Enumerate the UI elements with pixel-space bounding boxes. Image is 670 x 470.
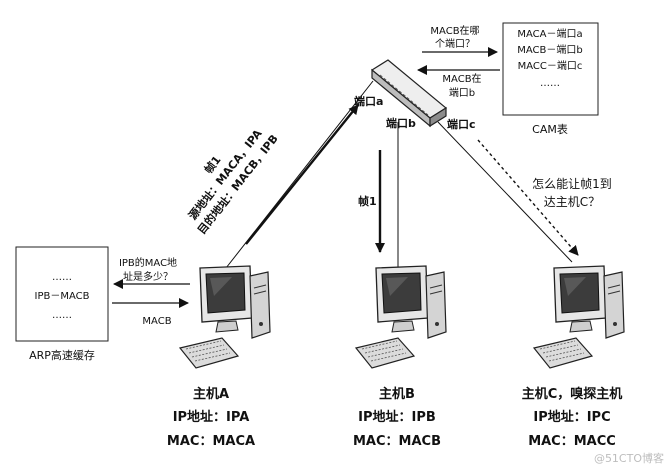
cam-table-box <box>502 22 599 116</box>
arp-line-1: IPB－MACB <box>35 291 90 302</box>
host-b-name: 主机B <box>379 386 415 402</box>
host-c-ip: IP地址：IPC <box>533 409 610 425</box>
arp-cache-title: ARP高速缓存 <box>29 348 95 362</box>
host-a-ip: IP地址：IPA <box>173 409 250 425</box>
arp-line-0: …… <box>52 272 72 283</box>
cam-reply-line2: 端口b <box>449 86 475 99</box>
cam-line-2: MACC－端口c <box>518 59 583 72</box>
frame-b-label: 帧1 <box>358 194 377 208</box>
switch-port-a: 端口a <box>354 94 383 108</box>
host-a-computer-icon <box>179 265 271 369</box>
question-line1: 怎么能让帧1到 <box>532 176 612 191</box>
cam-table-title: CAM表 <box>532 122 568 136</box>
arp-reply-label: MACB <box>142 316 171 327</box>
question-line2: 达主机C？ <box>544 195 600 209</box>
host-a-mac: MAC：MACA <box>167 434 255 449</box>
switch-port-c: 端口c <box>447 117 476 131</box>
cam-query-line2: 个端口？ <box>435 37 475 50</box>
arp-ask-line1: IPB的MAC地 <box>119 256 177 269</box>
switch-port-b: 端口b <box>386 116 416 130</box>
host-b-ip: IP地址：IPB <box>358 409 436 425</box>
arp-ask-line2: 址是多少？ <box>123 270 173 283</box>
link-host-c <box>437 121 573 263</box>
host-b-computer-icon <box>355 265 447 369</box>
host-c-mac: MAC：MACC <box>528 434 616 449</box>
switch-icon <box>370 59 448 128</box>
frame-arrow-to-switch <box>245 104 359 245</box>
cam-line-3: …… <box>540 78 560 89</box>
frame-a-label: 帧1 源地址：MACA，IPA 目的地址：MACB，IPB <box>185 126 280 237</box>
cam-line-0: MACA－端口a <box>517 27 582 40</box>
cam-line-1: MACB－端口b <box>517 43 582 56</box>
host-a-name: 主机A <box>193 386 229 402</box>
question-dashed-arrow <box>477 139 579 256</box>
host-c-computer-icon <box>533 265 625 369</box>
arp-cache-box <box>15 246 109 342</box>
host-c-name: 主机C，嗅探主机 <box>522 386 623 402</box>
cam-query-line1: MACB在哪 <box>430 25 479 37</box>
arp-line-2: …… <box>52 310 72 321</box>
cam-reply-line1: MACB在 <box>442 73 481 85</box>
host-b-mac: MAC：MACB <box>353 434 441 449</box>
watermark: @51CTO博客 <box>594 451 664 465</box>
